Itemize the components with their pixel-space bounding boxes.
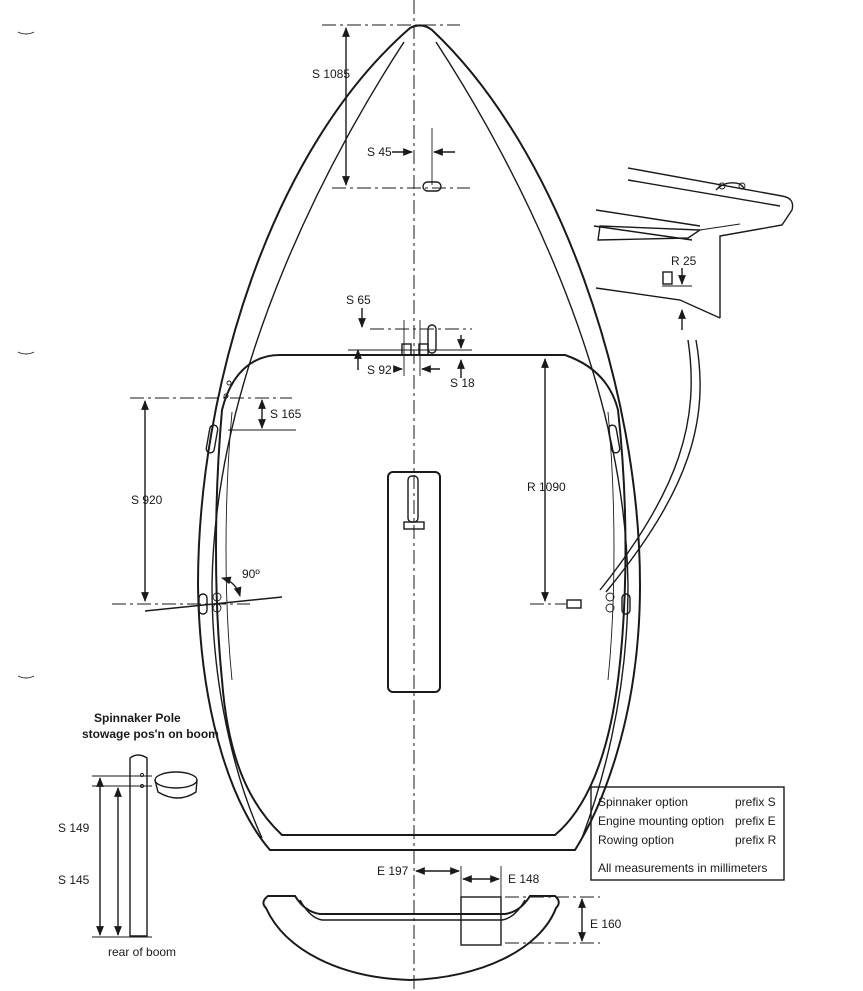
label-s1085: S 1085 [312, 67, 350, 81]
dim-s1085: S 1085 [312, 24, 470, 189]
label-e160: E 160 [590, 917, 622, 931]
spinnaker-pole-detail: Spinnaker Pole stowage pos'n on boom S 1… [58, 711, 219, 959]
spinnaker-subtitle: stowage pos'n on boom [82, 727, 219, 741]
punch-marks [17, 31, 35, 679]
legend-prefix-r: prefix R [735, 833, 777, 847]
label-s45: S 45 [367, 145, 392, 159]
label-s145: S 145 [58, 873, 90, 887]
legend-option-rowing: Rowing option [598, 833, 674, 847]
rear-of-boom: rear of boom [108, 945, 176, 959]
label-s149: S 149 [58, 821, 90, 835]
label-r25: R 25 [671, 254, 697, 268]
label-s165: S 165 [270, 407, 302, 421]
legend-box: Spinnaker option prefix S Engine mountin… [590, 786, 785, 881]
rowlock-detail: R 25 [593, 167, 794, 593]
spinnaker-title: Spinnaker Pole [94, 711, 181, 725]
centreboard-case [387, 471, 441, 693]
label-e148: E 148 [508, 872, 540, 886]
label-90: 90º [242, 567, 260, 581]
label-s92: S 92 [367, 363, 392, 377]
label-e197: E 197 [377, 864, 409, 878]
label-s18: S 18 [450, 376, 475, 390]
label-s920: S 920 [131, 493, 163, 507]
dim-s165: S 165 [130, 397, 302, 431]
dim-s92-s18: S 92 S 18 [367, 320, 475, 390]
dim-r1090: R 1090 [527, 358, 566, 605]
dim-s920: S 920 [112, 400, 250, 605]
legend-note: All measurements in millimeters [598, 861, 767, 875]
label-r1090: R 1090 [527, 480, 566, 494]
stern-section: E 160 E 197 E 148 [262, 864, 622, 982]
label-s65: S 65 [346, 293, 371, 307]
hull-outline [196, 24, 642, 851]
cockpit-outline [215, 354, 627, 836]
dim-s45: S 45 [367, 128, 455, 185]
angle-90: 90º [144, 567, 283, 612]
legend-option-engine: Engine mounting option [598, 814, 724, 828]
legend-prefix-e: prefix E [735, 814, 776, 828]
dim-s65: S 65 [346, 293, 472, 370]
legend-option-spinnaker: Spinnaker option [598, 795, 688, 809]
fittings [198, 181, 631, 615]
legend-prefix-s: prefix S [735, 795, 776, 809]
